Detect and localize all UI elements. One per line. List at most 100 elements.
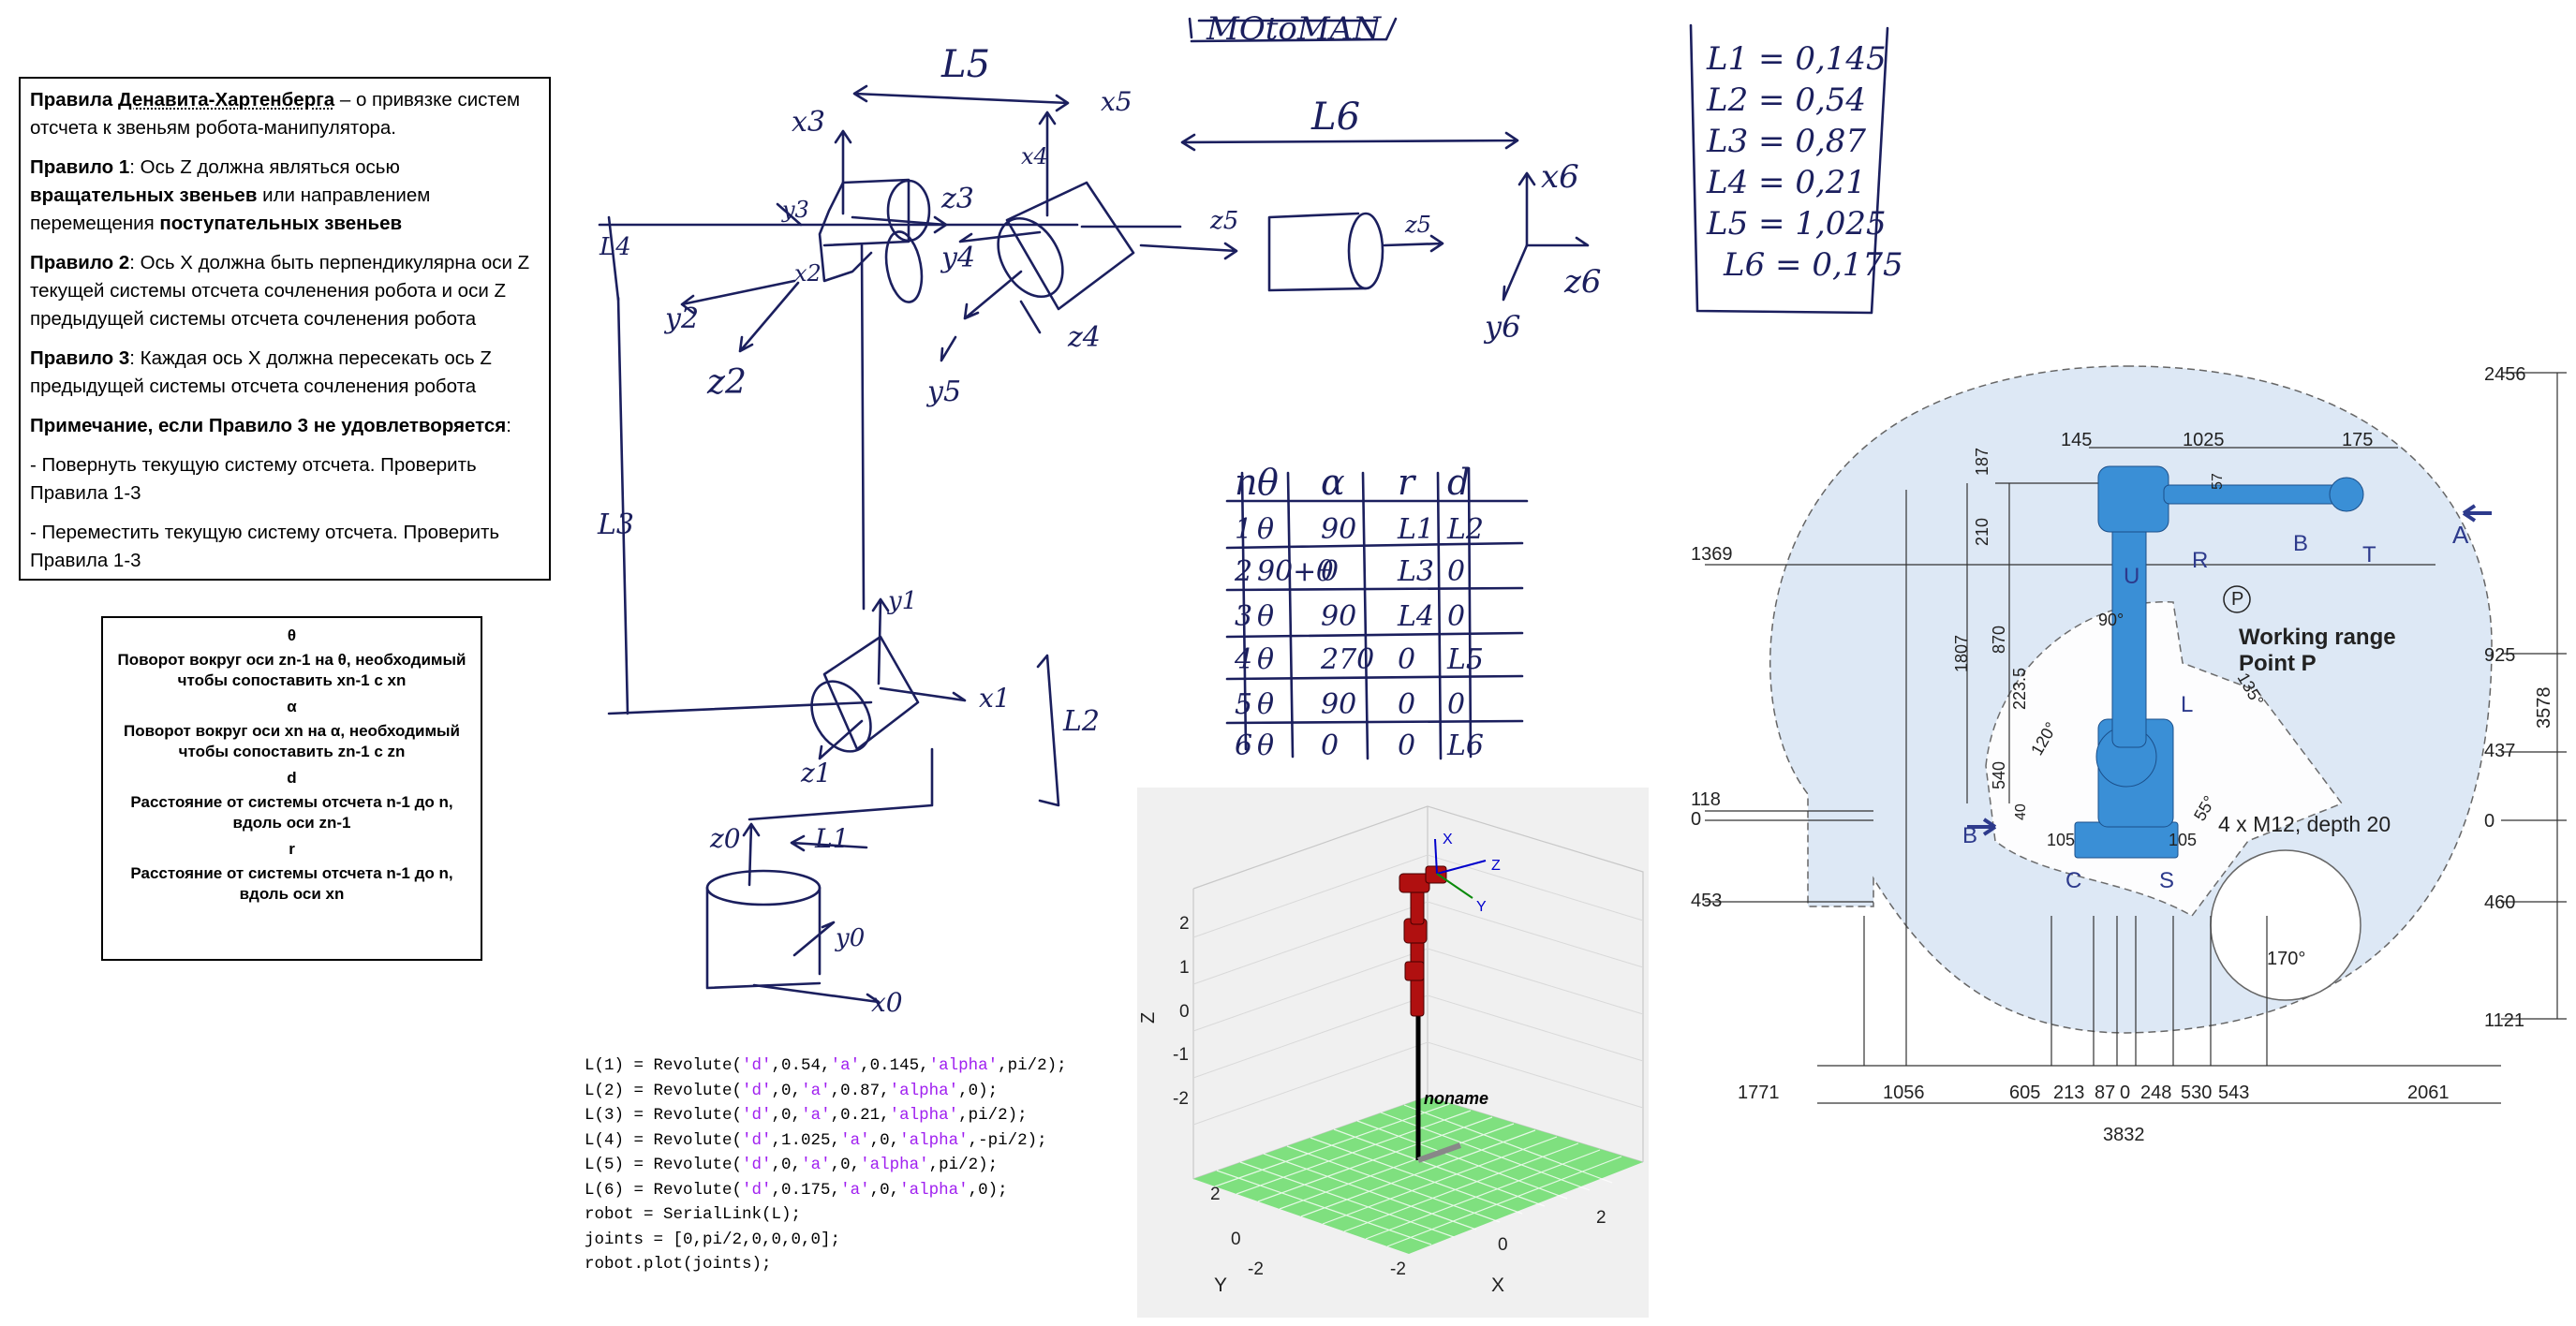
label-z1: z1 — [800, 758, 832, 788]
dh-cell-5-1: θ — [1257, 729, 1274, 762]
code-line: L(2) = Revolute('d',0,'a',0.87,'alpha',0… — [585, 1081, 999, 1100]
length-value-2: L2 = 0,54 — [1706, 81, 1866, 119]
legend-alpha: α — [287, 698, 297, 715]
legend-r: r — [289, 840, 295, 858]
label-x5: x5 — [1101, 86, 1133, 117]
legend-alpha-desc: Поворот вокруг оси xn на α, необходимый … — [123, 722, 460, 760]
label-y3: y3 — [781, 197, 809, 223]
axis-B-top: B — [2293, 531, 2308, 556]
robot-plot-figure: 2 1 0 -1 -2 Z 2 0 -2 Y -2 0 2 X — [1137, 788, 1649, 1318]
dh-cell-5-2: 0 — [1321, 729, 1339, 762]
sketch-title: MOtoMAN — [1206, 10, 1382, 48]
code-line: L(4) = Revolute('d',1.025,'a',0,'alpha',… — [585, 1130, 1047, 1150]
robot-name: noname — [1424, 1089, 1488, 1108]
dim-175: 175 — [2342, 430, 2373, 450]
rule-2: Правило 2: Ось X должна быть перпендикул… — [30, 252, 530, 330]
legend-d-desc: Расстояние от системы отсчета n-1 до n, … — [130, 793, 453, 832]
dim-1771: 1771 — [1738, 1083, 1780, 1103]
label-y1: y1 — [887, 587, 917, 615]
dim-0-left: 0 — [1691, 809, 1701, 830]
label-x1: x1 — [979, 683, 1011, 714]
dim-57: 57 — [2210, 473, 2226, 490]
label-x3: x3 — [792, 106, 825, 139]
dh-cell-0-2: 90 — [1321, 513, 1356, 546]
dh-cell-4-2: 90 — [1321, 688, 1356, 721]
kinematic-sketch: MOtoMAN L5 L6 x3 y3 z3 x2 y2 z2 L4 L3 x4… — [597, 10, 1602, 1018]
mount-label: 4 x M12, depth 20 — [2218, 812, 2391, 836]
x-axis-label: X — [1491, 1274, 1504, 1296]
dim-543: 543 — [2218, 1083, 2249, 1103]
z-axis-label: Z — [1138, 1012, 1159, 1024]
x-tick-0: 0 — [1498, 1235, 1508, 1255]
dim-453: 453 — [1691, 891, 1722, 911]
z-tick-2: 2 — [1179, 914, 1190, 934]
y-tick-0: 0 — [1231, 1230, 1241, 1249]
dh-cell-3-4: L5 — [1446, 643, 1484, 676]
label-L4: L4 — [599, 233, 631, 261]
dh-cell-0-0: 1 — [1235, 513, 1252, 546]
label-y5: y5 — [925, 376, 961, 408]
dim-187: 187 — [1973, 448, 1991, 476]
dim-1369: 1369 — [1691, 544, 1733, 565]
working-range-label: Working range — [2239, 625, 2396, 650]
dim-145: 145 — [2061, 430, 2092, 450]
dim-118: 118 — [1691, 789, 1721, 810]
code-line: L(3) = Revolute('d',0,'a',0.21,'alpha',p… — [585, 1106, 1028, 1125]
legend-r-desc: Расстояние от системы отсчета n-1 до n, … — [130, 864, 453, 903]
dh-cell-4-4: 0 — [1447, 688, 1465, 721]
tool-axis-y: Y — [1476, 899, 1487, 915]
point-P-marker: P — [2231, 589, 2243, 610]
code-line: L(6) = Revolute('d',0.175,'a',0,'alpha',… — [585, 1180, 1008, 1200]
dim-437: 437 — [2484, 741, 2515, 761]
axis-R: R — [2192, 548, 2208, 573]
axis-T: T — [2362, 542, 2376, 567]
dim-540: 540 — [1990, 761, 2008, 789]
dim-3578: 3578 — [2534, 687, 2554, 729]
code-line: robot = SerialLink(L); — [585, 1205, 802, 1224]
dh-cell-1-2: 0 — [1321, 555, 1339, 588]
dim-1807: 1807 — [1952, 635, 1971, 672]
legend-theta-desc: Поворот вокруг оси zn-1 на θ, необходимы… — [117, 651, 466, 689]
dim-925: 925 — [2484, 645, 2515, 666]
dh-cell-2-1: θ — [1257, 600, 1274, 633]
label-z5: z5 — [1209, 207, 1238, 235]
dh-cell-2-4: 0 — [1447, 600, 1465, 633]
rules-note: Примечание, если Правило 3 не удовлетвор… — [30, 415, 511, 436]
label-L2: L2 — [1062, 705, 1100, 738]
z-tick-m2: -2 — [1173, 1089, 1189, 1109]
label-x6: x6 — [1541, 158, 1579, 196]
dim-105-left: 105 — [2047, 831, 2075, 849]
rule-1: Правило 1: Ось Z должна являться осью вр… — [30, 156, 431, 234]
dim-2061: 2061 — [2407, 1083, 2450, 1103]
dh-cell-0-3: L1 — [1397, 513, 1434, 546]
dim-40: 40 — [2013, 803, 2029, 820]
dh-cell-1-4: 0 — [1447, 555, 1465, 588]
axis-C: C — [2065, 868, 2081, 893]
tool-axis-z: Z — [1491, 858, 1501, 874]
rules-intro: Правила Денавита-Хартенберга – о привязк… — [30, 89, 521, 139]
z-tick-m1: -1 — [1173, 1045, 1189, 1065]
dh-header-1: θ — [1257, 462, 1279, 503]
dh-cell-3-1: θ — [1257, 643, 1274, 676]
axis-B-base: B — [1962, 823, 1977, 848]
dim-0-bottom: 0 — [2120, 1083, 2130, 1103]
label-L1: L1 — [814, 823, 849, 854]
y-axis-label: Y — [1214, 1274, 1227, 1296]
robot-illustration — [2074, 465, 2364, 859]
dh-cell-2-0: 3 — [1235, 600, 1252, 633]
dh-parameter-legend: θ Поворот вокруг оси zn-1 на θ, необходи… — [101, 616, 482, 961]
dim-1121: 1121 — [2484, 1010, 2524, 1031]
dh-header-4: d — [1447, 462, 1470, 503]
robot-3d-axes: 2 1 0 -1 -2 Z 2 0 -2 Y -2 0 2 X — [1138, 805, 1644, 1296]
length-value-5: L5 = 1,025 — [1706, 205, 1887, 243]
angle-90: 90° — [2098, 611, 2124, 629]
code-line: robot.plot(joints); — [585, 1255, 772, 1274]
dim-223-5: 223.5 — [2010, 668, 2029, 710]
dim-0-right: 0 — [2484, 811, 2495, 832]
label-z6: z6 — [1563, 263, 1602, 301]
label-z3: z3 — [940, 183, 974, 215]
dh-cell-5-3: 0 — [1398, 729, 1415, 762]
angle-170: 170° — [2267, 949, 2305, 969]
